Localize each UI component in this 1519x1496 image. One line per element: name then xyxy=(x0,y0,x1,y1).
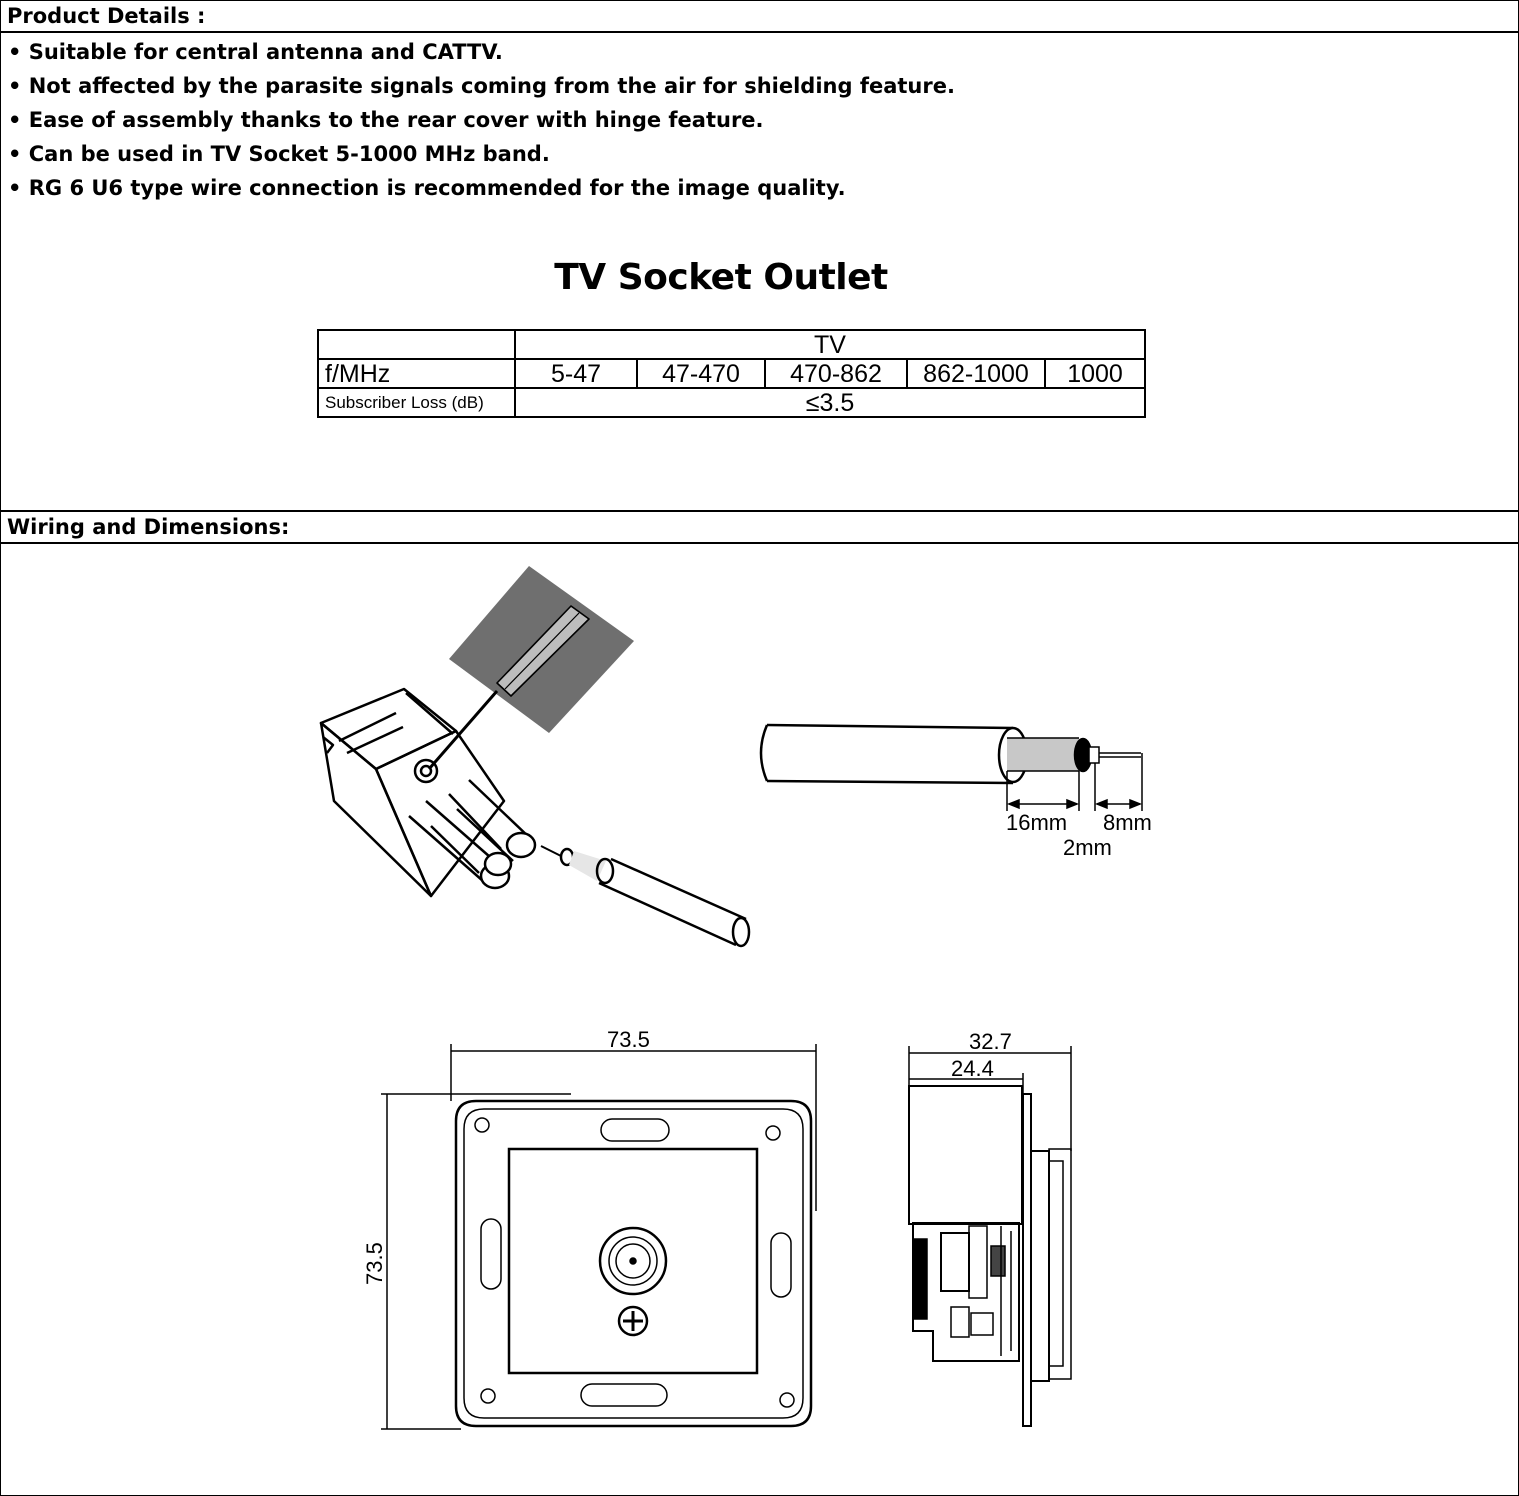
feature-item: • Can be used in TV Socket 5-1000 MHz ba… xyxy=(8,142,550,166)
table-row: f/MHz 5-47 47-470 470-862 862-1000 1000 xyxy=(317,358,1146,389)
cable-strip-illustration xyxy=(759,723,1143,811)
feature-item: • Suitable for central antenna and CATTV… xyxy=(8,40,503,64)
table-cell: ≤3.5 xyxy=(514,387,1146,418)
installation-illustration xyxy=(319,566,751,948)
screwdriver-icon xyxy=(427,605,590,770)
dim-front-height: 73.5 xyxy=(362,1242,387,1285)
table-cell: 470-862 xyxy=(764,358,908,389)
table-cell: 1000 xyxy=(1044,358,1146,389)
section-divider xyxy=(1,510,1518,512)
wiring-header: Wiring and Dimensions: xyxy=(1,512,1518,544)
table-cell: 862-1000 xyxy=(906,358,1046,389)
feature-item: • Not affected by the parasite signals c… xyxy=(8,74,955,98)
dim-shield-label: 16mm xyxy=(1006,810,1067,835)
feature-list: • Suitable for central antenna and CATTV… xyxy=(8,37,955,207)
dim-core-label: 8mm xyxy=(1103,810,1152,835)
connector-cylinders xyxy=(408,779,537,890)
spec-table: TV f/MHz 5-47 47-470 470-862 862-1000 10… xyxy=(317,329,1146,418)
side-view-drawing xyxy=(908,1046,1072,1427)
table-group-header: TV xyxy=(514,329,1146,360)
front-view-drawing xyxy=(381,1044,817,1430)
table-row-label: f/MHz xyxy=(317,358,516,389)
dim-side-total: 32.7 xyxy=(969,1029,1012,1054)
feature-item: • RG 6 U6 type wire connection is recomm… xyxy=(8,176,846,200)
strip-dimension-lines xyxy=(1006,753,1143,811)
socket-body xyxy=(319,687,506,898)
product-details-header: Product Details : xyxy=(1,1,1518,33)
table-cell: 47-470 xyxy=(636,358,766,389)
table-cell: 5-47 xyxy=(514,358,638,389)
feature-item: • Ease of assembly thanks to the rear co… xyxy=(8,108,764,132)
dim-side-body: 24.4 xyxy=(951,1056,994,1081)
table-row-label: Subscriber Loss (dB) xyxy=(317,387,516,418)
table-row: TV xyxy=(317,329,1146,360)
table-cell-empty xyxy=(317,329,516,360)
table-row: Subscriber Loss (dB) ≤3.5 xyxy=(317,387,1146,418)
dim-front-width: 73.5 xyxy=(607,1027,650,1052)
spec-title: TV Socket Outlet xyxy=(554,257,888,298)
coax-cable xyxy=(540,845,751,948)
dim-gap-label: 2mm xyxy=(1063,835,1112,860)
